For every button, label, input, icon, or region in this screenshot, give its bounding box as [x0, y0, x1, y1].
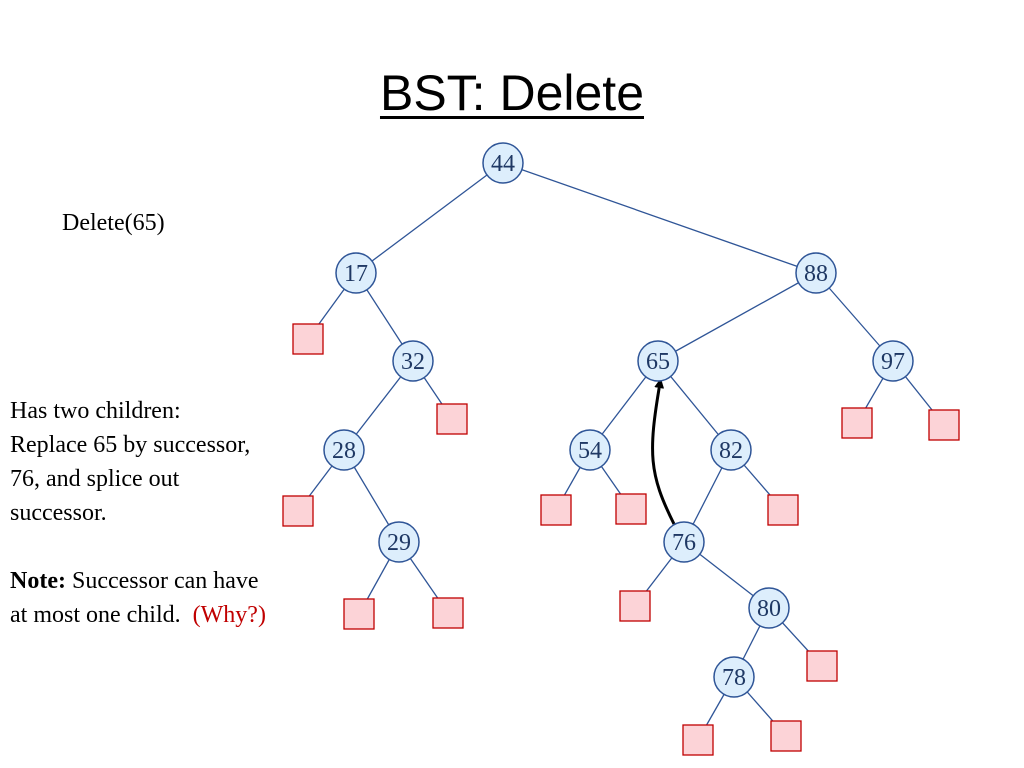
external-leaf [540, 494, 572, 526]
note-line: at most one child. (Why?) [10, 598, 330, 632]
tree-edge [502, 162, 817, 274]
node-circle [323, 429, 365, 471]
node-key: 97 [881, 349, 905, 375]
node-circle [482, 142, 524, 184]
tree-node-76: 76 [663, 521, 705, 563]
tree-node-28: 28 [323, 429, 365, 471]
slide-title: BST: Delete [0, 64, 1024, 122]
slide-title-text: BST: Delete [379, 65, 644, 121]
note-line: Note: Successor can have [10, 564, 330, 598]
operation-caption: Delete(65) [62, 210, 165, 236]
node-key: 44 [491, 151, 515, 177]
node-key: 32 [401, 349, 425, 375]
node-key: 76 [672, 530, 696, 556]
external-leaf [682, 724, 714, 756]
node-key: 29 [387, 530, 411, 556]
tree-node-78: 78 [713, 656, 755, 698]
node-key: 54 [578, 438, 602, 464]
node-circle [569, 429, 611, 471]
explanation-line: 76, and splice out [10, 466, 180, 492]
successor-arrow [651, 378, 676, 525]
explanation-line: successor. [10, 500, 107, 526]
node-circle [637, 340, 679, 382]
note-label: Note: [10, 568, 66, 594]
external-leaves [282, 323, 960, 756]
node-circle [392, 340, 434, 382]
external-leaf [928, 409, 960, 441]
node-circle [748, 587, 790, 629]
tree-node-82: 82 [710, 429, 752, 471]
node-circle [663, 521, 705, 563]
external-leaf [292, 323, 324, 355]
explanation-line: Replace 65 by successor, [10, 432, 251, 458]
external-leaf [436, 403, 468, 435]
external-leaf [343, 598, 375, 630]
node-circle [795, 252, 837, 294]
node-key: 80 [757, 596, 781, 622]
tree-node-88: 88 [795, 252, 837, 294]
node-key: 65 [646, 349, 670, 375]
external-leaf [432, 597, 464, 629]
tree-node-65: 65 [637, 340, 679, 382]
why-question: (Why?) [192, 602, 266, 628]
tree-edge [657, 272, 817, 362]
node-circle [335, 252, 377, 294]
tree-edge [355, 162, 504, 274]
node-key: 82 [719, 438, 743, 464]
explanation-text: Has two children: Replace 65 by successo… [10, 394, 330, 632]
tree-node-29: 29 [378, 521, 420, 563]
node-key: 78 [722, 665, 746, 691]
tree-nodes: 44 17 88 32 28 29 65 97 54 82 76 80 78 [323, 142, 914, 698]
node-key: 28 [332, 438, 356, 464]
tree-edges [297, 162, 945, 741]
external-leaf [767, 494, 799, 526]
tree-node-17: 17 [335, 252, 377, 294]
tree-node-80: 80 [748, 587, 790, 629]
tree-node-44: 44 [482, 142, 524, 184]
node-key: 17 [344, 261, 368, 287]
tree-node-54: 54 [569, 429, 611, 471]
explanation-line: Has two children: [10, 398, 181, 424]
external-leaf [615, 493, 647, 525]
node-circle [713, 656, 755, 698]
note-text: at most one child. [10, 602, 193, 628]
successor-arrow-layer [651, 378, 676, 525]
note-text: Successor can have [65, 568, 259, 594]
tree-node-97: 97 [872, 340, 914, 382]
node-circle [872, 340, 914, 382]
external-leaf [619, 590, 651, 622]
node-circle [378, 521, 420, 563]
node-circle [710, 429, 752, 471]
external-leaf [806, 650, 838, 682]
external-leaf [841, 407, 873, 439]
external-leaf [770, 720, 802, 752]
tree-node-32: 32 [392, 340, 434, 382]
external-leaf [282, 495, 314, 527]
node-key: 88 [804, 261, 828, 287]
